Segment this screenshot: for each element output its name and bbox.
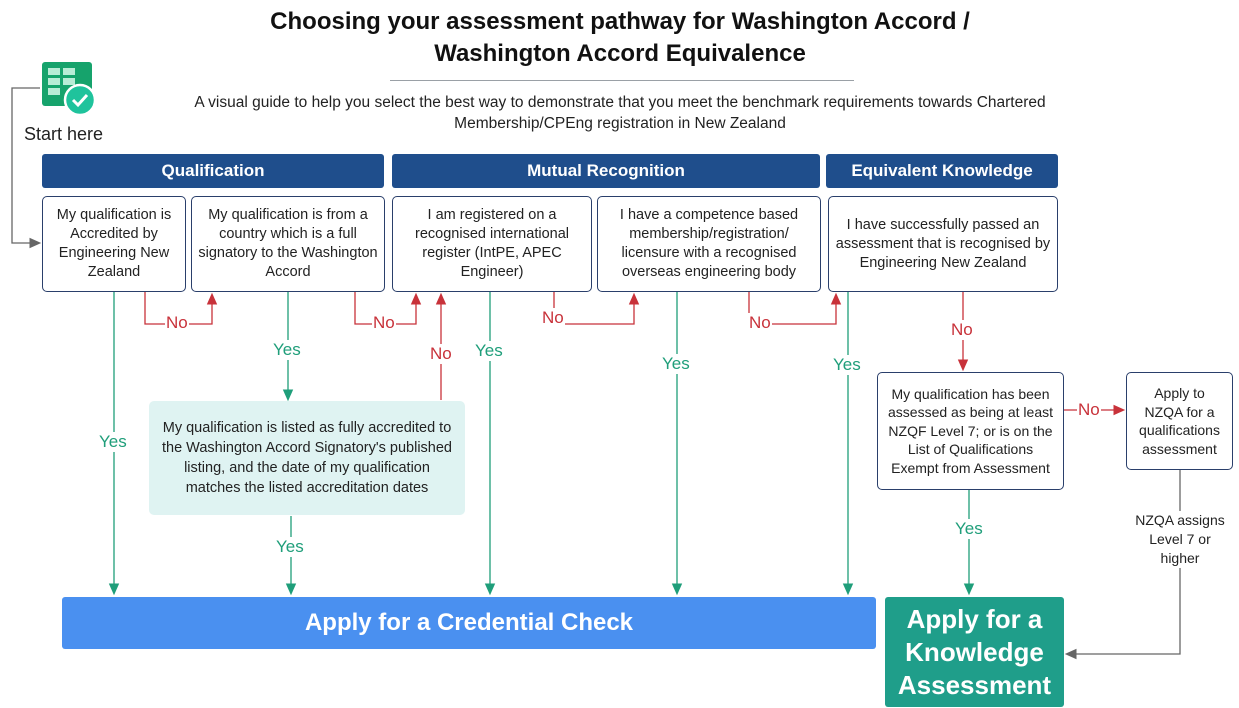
label-yes: Yes <box>275 537 305 557</box>
knowledge-assessment-button[interactable]: Apply for a Knowledge Assessment <box>885 597 1064 707</box>
box-nzqf-level7: My qualification has been assessed as be… <box>877 372 1064 490</box>
header-qualification: Qualification <box>42 154 384 188</box>
box-full-signatory: My qualification is from a country which… <box>191 196 385 292</box>
header-mutual-recognition: Mutual Recognition <box>392 154 820 188</box>
label-no: No <box>372 313 396 333</box>
box-apply-nzqa: Apply to NZQA for a qualifications asses… <box>1126 372 1233 470</box>
label-yes: Yes <box>832 355 862 375</box>
header-equivalent-knowledge: Equivalent Knowledge <box>826 154 1058 188</box>
label-yes: Yes <box>474 341 504 361</box>
start-here-label: Start here <box>24 124 104 144</box>
label-yes: Yes <box>98 432 128 452</box>
title-divider <box>390 80 854 81</box>
label-no: No <box>541 308 565 328</box>
box-intl-register: I am registered on a recognised internat… <box>392 196 592 292</box>
nzqa-assigns-label: NZQA assigns Level 7 or higher <box>1130 511 1230 568</box>
credential-check-button[interactable]: Apply for a Credential Check <box>62 597 876 649</box>
label-yes: Yes <box>661 354 691 374</box>
label-no: No <box>165 313 189 333</box>
label-no: No <box>950 320 974 340</box>
label-no: No <box>429 344 453 364</box>
page-title: Choosing your assessment pathway for Was… <box>270 8 970 67</box>
label-yes: Yes <box>954 519 984 539</box>
box-listed-accredited: My qualification is listed as fully accr… <box>149 401 465 515</box>
label-yes: Yes <box>272 340 302 360</box>
spreadsheet-check-icon <box>40 60 98 118</box>
page-subtitle: A visual guide to help you select the be… <box>194 94 1046 132</box>
label-no: No <box>1077 400 1101 420</box>
box-competence-based: I have a competence based membership/reg… <box>597 196 821 292</box>
box-passed-assessment: I have successfully passed an assessment… <box>828 196 1058 292</box>
label-no: No <box>748 313 772 333</box>
box-accredited-enz: My qualification is Accredited by Engine… <box>42 196 186 292</box>
